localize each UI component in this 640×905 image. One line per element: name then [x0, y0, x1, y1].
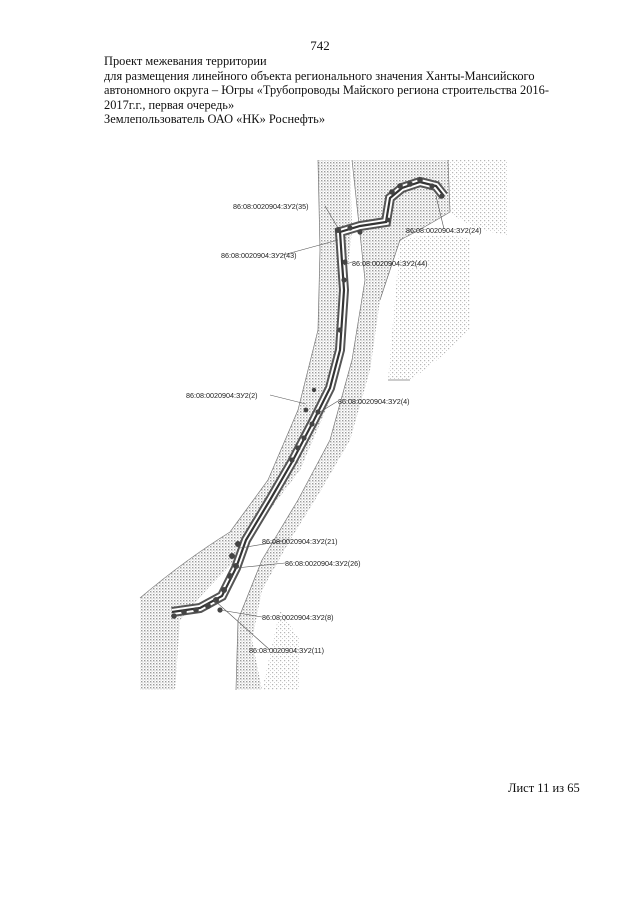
header-line-1: Проект межевания территории: [104, 54, 267, 68]
header-line-3: автономного округа – Югры «Трубопроводы …: [104, 83, 549, 97]
label-zu2-43: 86:08:0020904:ЗУ2(43): [221, 251, 297, 260]
pipeline-corridor: [171, 176, 448, 617]
label-zu2-21: 86:08:0020904:ЗУ2(21): [262, 537, 338, 546]
label-zu2-24: 86:08:0020904:ЗУ2(24): [406, 226, 482, 235]
header-line-4: 2017г.г., первая очередь»: [104, 97, 235, 112]
label-zu2-2: 86:08:0020904:ЗУ2(2): [186, 391, 258, 400]
survey-points: [171, 177, 445, 619]
header-line-5: Землепользователь ОАО «НК» Роснефть»: [104, 112, 326, 126]
terrain-areas: [140, 160, 508, 690]
leader-lines: [213, 195, 445, 651]
label-zu2-26: 86:08:0020904:ЗУ2(26): [285, 559, 361, 568]
page-number: 742: [310, 38, 330, 53]
header-line-2: для размещения линейного объекта региона…: [104, 68, 535, 83]
label-zu2-4: 86:08:0020904:ЗУ2(4): [338, 397, 410, 406]
label-zu2-35: 86:08:0020904:ЗУ2(35): [233, 202, 309, 211]
document-header: Проект межевания территории для размещен…: [104, 54, 584, 127]
cadastral-labels: 86:08:0020904:ЗУ2(35) 86:08:0020904:ЗУ2(…: [186, 202, 482, 655]
label-zu2-11: 86:08:0020904:ЗУ2(11): [249, 646, 324, 655]
boundary-lines: [139, 159, 451, 691]
label-zu2-44: 86:08:0020904:ЗУ2(44): [352, 259, 428, 268]
label-zu2-8: 86:08:0020904:ЗУ2(8): [262, 613, 334, 622]
sheet-number: Лист 11 из 65: [508, 781, 580, 795]
